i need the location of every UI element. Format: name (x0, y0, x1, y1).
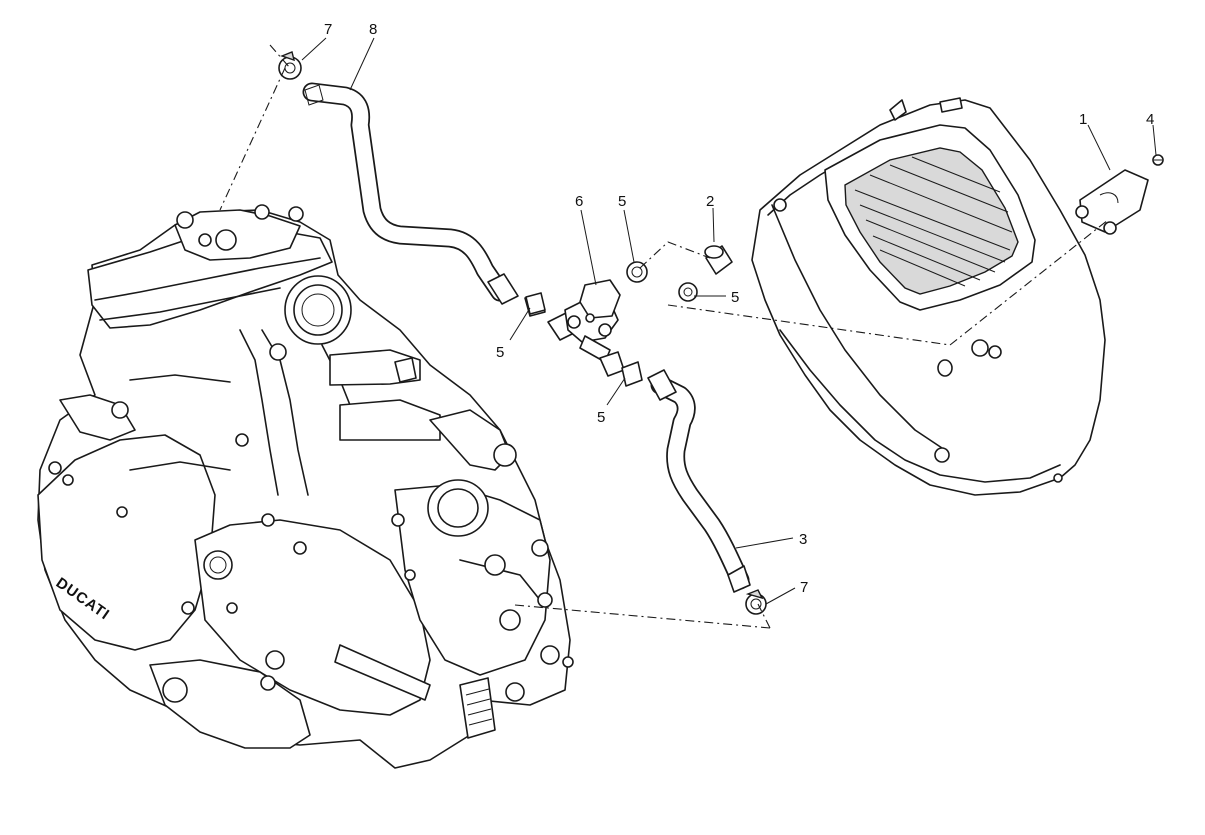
callout-5-connector-lower: 5 (597, 409, 605, 426)
assembly-alignment-lines (219, 44, 1109, 629)
callout-7-top: 7 (324, 21, 332, 38)
screw-4 (1152, 154, 1164, 166)
callout-3: 3 (799, 531, 807, 548)
rubber-cap-2 (704, 245, 733, 275)
callout-5-grommet-top: 5 (618, 193, 626, 210)
callout-4: 4 (1146, 111, 1154, 128)
callout-7-bottom: 7 (800, 579, 808, 596)
airbox-housing (751, 97, 1106, 496)
engine-assembly: DUCATI (37, 204, 574, 769)
grommet-5-top (626, 261, 648, 283)
callout-1: 1 (1079, 111, 1087, 128)
callout-labels: 1 4 2 5 6 5 5 5 7 8 3 7 (324, 21, 1154, 596)
callout-5-grommet-right: 5 (731, 289, 739, 306)
callout-8: 8 (369, 21, 377, 38)
callout-leaders (301, 37, 1157, 605)
callout-5-connector-left: 5 (496, 344, 504, 361)
grommet-5-right (678, 282, 698, 302)
connector-5-lower (621, 361, 643, 387)
connector-5-left (525, 292, 546, 315)
mounting-bracket-1 (1075, 169, 1149, 235)
upper-vent-hose-8 (302, 82, 519, 305)
hose-clamp-7-bottom (745, 589, 767, 615)
lower-vent-hose-3 (647, 369, 751, 593)
callout-6: 6 (575, 193, 583, 210)
callout-2: 2 (706, 193, 714, 210)
